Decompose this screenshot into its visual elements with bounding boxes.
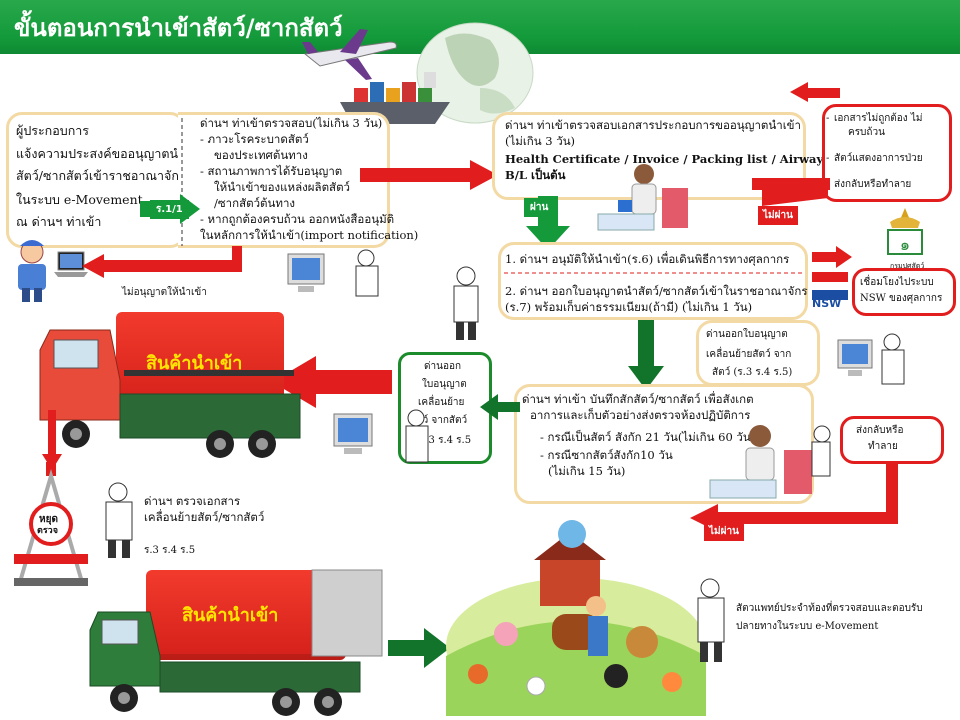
quarantine-line3: - กรณีเป็นสัตว์ สังกัก 21 วัน(ไม่เกิน 60…: [540, 430, 756, 444]
docs-line1: ด่านฯ ท่าเข้าตรวจสอบเอกสารประกอบการขออนุ…: [505, 118, 801, 132]
checkpoint-line1: ด่านฯ ตรวจเอกสาร: [144, 494, 241, 508]
move-right-line1: ด่านออกใบอนุญาต: [706, 329, 788, 340]
green-arrow-left: [480, 394, 520, 420]
operator-line3: สัตว์/ซากสัตว์เข้าราชอาณาจักร: [16, 168, 186, 183]
reject-line3: สัตว์แสดงอาการป่วย: [834, 153, 923, 164]
reject-line2: ครบถ้วน: [848, 127, 885, 138]
docs-line2: (ไม่เกิน 3 วัน): [505, 134, 576, 148]
permit-line3: (ร.7) พร้อมเก็บค่าธรรมเนียม(ถ้ามี) (ไม่เ…: [505, 300, 753, 314]
operator-line5: ณ ด่านฯ ท่าเข้า: [16, 214, 102, 229]
operator-person-icon: [18, 240, 46, 302]
checkpoint-officer-icon: [105, 482, 133, 558]
red-arrow-down-checkpoint: [42, 410, 62, 470]
inspect-line5: ให้นำเข้าของแหล่งผลิตสัตว์: [214, 180, 351, 194]
return-line2: ทำลาย: [868, 441, 898, 452]
inspect-line1: ด่านฯ ท่าเข้าตรวจสอบ(ไม่เกิน 3 วัน): [200, 116, 383, 130]
computer-officer-mid-icon: [333, 409, 429, 463]
truck-upper-cargo: [116, 312, 284, 408]
docs-line3: Health Certificate / Invoice / Packing l…: [505, 152, 857, 166]
move-left-line3: เคลื่อนย้าย: [418, 397, 465, 408]
tag-r1-1: ร.1/1: [150, 200, 189, 219]
green-arrow-down-quarantine: [628, 320, 664, 390]
return-line1: ส่งกลับหรือ: [856, 425, 904, 436]
inspect-line7: - หากถูกต้องครบถ้วน ออกหนังสืออนุมัติ: [200, 212, 395, 226]
final-line2: ปลายทางในระบบ e-Movement: [736, 621, 879, 632]
docs-line4: B/L เป็นต้น: [505, 168, 566, 182]
inspect-line8: ในหลักการให้นำเข้า(import notification): [200, 228, 419, 242]
quarantine-line5: (ไม่เกิน 15 วัน): [548, 464, 626, 478]
inspect-line2: - ภาวะโรคระบาดสัตว์: [200, 132, 309, 146]
green-arrow-pass: [526, 196, 570, 250]
computer-officer-right-icon: [837, 333, 905, 385]
computer-officer-top-icon: [287, 249, 379, 297]
permit-divider: [504, 272, 804, 274]
move-permit-right-box: [696, 320, 820, 386]
airplane-icon: [302, 29, 397, 80]
move-left-line2: ใบอนุญาต: [422, 379, 467, 390]
dld-logo-caption: กรมปศุสัตว์: [890, 262, 925, 270]
laptop-icon: [54, 251, 88, 277]
quarantine-line4: - กรณีซากสัตว์สังกัก10 วัน: [540, 448, 673, 462]
tag-fail-1: ไม่ผ่าน: [758, 206, 798, 225]
red-arrow-to-nsw: [812, 246, 852, 268]
red-arrow-return: [690, 462, 898, 532]
truck-upper-body: [39, 329, 301, 458]
quarantine-line2: อาการและเก็บตัวอย่างส่งตรวจห้องปฏิบัติกา…: [530, 408, 751, 422]
operator-line4: ในระบบ e-Movement: [16, 192, 143, 207]
bullet-1: -: [826, 113, 830, 124]
not-allowed-label: ไม่อนุญาตให้นำเข้า: [122, 287, 207, 298]
red-arrow-reject-loop: [762, 82, 840, 206]
divider-line: [181, 118, 183, 246]
svg-text:๑: ๑: [900, 235, 910, 254]
final-officer-icon: [697, 578, 725, 662]
tag-fail-2: ไม่ผ่าน: [704, 522, 744, 541]
red-arrow-not-allowed: [82, 246, 242, 278]
checkpoint-line2: เคลื่อนย้ายสัตว์/ซากสัตว์: [144, 510, 265, 524]
inspect-line6: /ซากสัตว์ต้นทาง: [214, 196, 296, 210]
truck-lower-label: สินค้านำเข้า: [182, 605, 279, 626]
checkpoint-barrier-icon: [14, 462, 88, 586]
truck-upper-label: สินค้านำเข้า: [146, 353, 243, 374]
permit-line1: 1. ด่านฯ อนุมัติให้นำเข้า(ร.6) เพื่อเดิน…: [505, 252, 790, 266]
inspect-box: [178, 112, 390, 248]
reject-line1: เอกสารไม่ถูกต้อง ไม่: [834, 113, 923, 124]
checkpoint-line3: ร.3 ร.4 ร.5: [144, 545, 196, 556]
dld-logo-icon: ๑: [887, 208, 923, 255]
operator-line2: แจ้งความประสงค์ขออนุญาตนำ: [16, 146, 186, 161]
nsw-link-box: [852, 268, 956, 316]
lab-scientist-icon: [597, 164, 688, 231]
page-title: ขั้นตอนการนำเข้าสัตว์/ซากสัตว์: [14, 14, 343, 42]
reject-line4: ส่งกลับหรือทำลาย: [834, 179, 912, 190]
scientist-center-icon: [453, 266, 479, 340]
checkpoint-sign1: หยุด: [39, 514, 58, 525]
red-arrow-to-truck: [272, 356, 392, 408]
quarantine-line1: ด่านฯ ท่าเข้า บันทึกสักสัตว์/ซากสัตว์ เพ…: [522, 392, 754, 406]
nsw-logo-text: NSW: [812, 297, 842, 310]
permit-box: [498, 242, 808, 320]
inspect-line3: ของประเทศต้นทาง: [214, 148, 308, 162]
move-right-line2: เคลื่อนย้ายสัตว์ จาก: [706, 349, 792, 360]
move-right-line3: สัตว์ (ร.3 ร.4 ร.5): [712, 367, 793, 378]
nsw-logo-icon: [812, 272, 848, 300]
permit-line2: 2. ด่านฯ ออกใบอนุญาตนำสัตว์/ซากสัตว์เข้า…: [505, 284, 808, 298]
move-left-line1: ด่านออก: [424, 361, 462, 372]
inspect-line4: - สถานภาพการได้รับอนุญาต: [200, 164, 343, 178]
final-line1: สัตวแพทย์ประจำท้องที่ตรวจสอบและตอบรับ: [736, 603, 923, 614]
red-arrow-to-docs: [360, 160, 498, 190]
nsw-line2: NSW ของศุลกากร: [860, 293, 943, 304]
checkpoint-sign2: ตรวจ: [37, 526, 59, 536]
reject-docs-box: [822, 104, 952, 202]
move-left-line4: สัตว์ จากสัตว์: [410, 415, 468, 426]
farm-illustration: [446, 520, 706, 716]
move-left-line5: ร.3 ร.4 ร.5: [420, 435, 472, 446]
red-bar-reject: [752, 178, 830, 190]
nsw-line1: เชื่อมโยงไประบบ: [860, 277, 934, 288]
tag-pass: ผ่าน: [524, 198, 555, 217]
operator-line1: ผู้ประกอบการ: [16, 123, 89, 138]
truck-lower-body: [89, 569, 383, 716]
green-arrow-to-farm: [388, 628, 450, 668]
bullet-2: -: [826, 153, 830, 164]
globe-illustration: [416, 22, 534, 124]
lab-quarantine-icon: [709, 425, 831, 499]
